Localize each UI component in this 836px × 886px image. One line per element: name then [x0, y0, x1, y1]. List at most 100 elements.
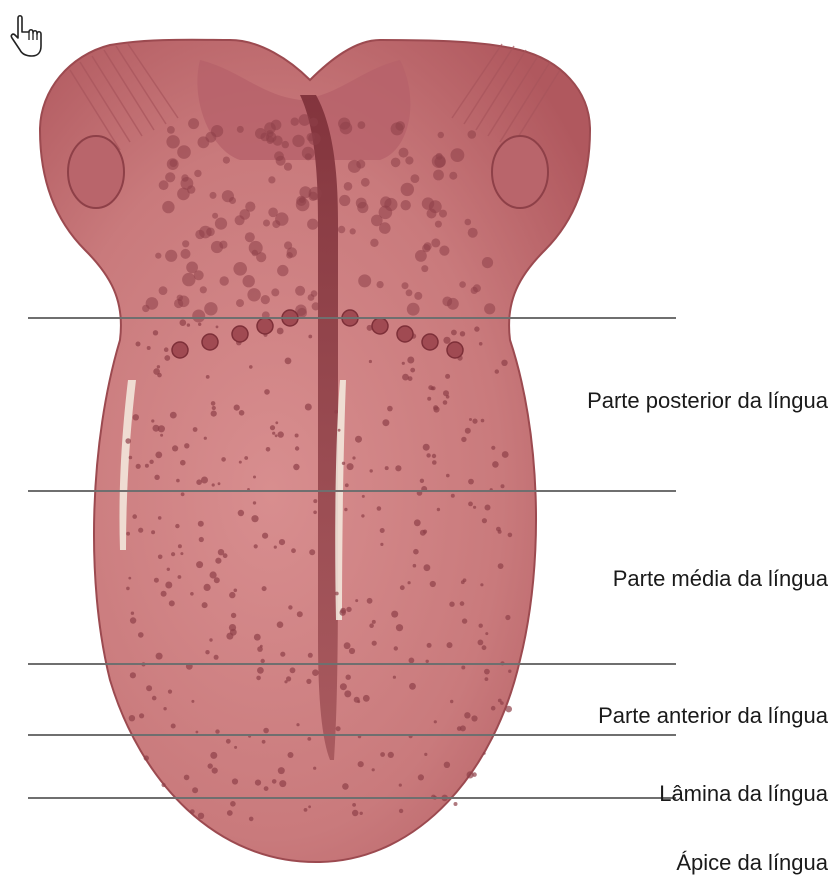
papilla-dot: [145, 464, 149, 468]
papilla-dot: [212, 213, 218, 219]
papilla-dot: [198, 813, 204, 819]
papilla-dot: [308, 335, 312, 339]
label-blade: Lâmina da língua: [659, 783, 828, 805]
papilla-dot: [212, 483, 215, 486]
papilla-dot: [243, 275, 255, 287]
papilla-dot: [274, 546, 277, 549]
papilla-dot: [312, 302, 320, 310]
papilla-dot: [239, 461, 242, 464]
papilla-dot: [201, 477, 208, 484]
papilla-dot: [218, 482, 221, 485]
papilla-dot: [278, 767, 285, 774]
papilla-dot: [296, 723, 299, 726]
papilla-dot: [279, 539, 285, 545]
papilla-dot: [482, 645, 487, 650]
papilla-dot: [465, 428, 471, 434]
papilla-dot: [388, 752, 394, 758]
papilla-dot: [214, 655, 219, 660]
papilla-dot: [125, 438, 131, 444]
papilla-dot: [481, 419, 485, 423]
papilla-dot: [167, 126, 175, 134]
papilla-dot: [155, 253, 161, 259]
papilla-dot: [237, 126, 244, 133]
papilla-dot: [413, 549, 419, 555]
papilla-dot: [468, 502, 473, 507]
papilla-dot: [491, 706, 496, 711]
papilla-dot: [234, 589, 238, 593]
papilla-dot: [496, 527, 501, 532]
papilla-dot: [307, 219, 318, 230]
papilla-dot: [230, 801, 236, 807]
papilla-dot: [193, 427, 198, 432]
papilla-dot: [485, 632, 488, 635]
papilla-dot: [407, 357, 414, 364]
papilla-dot: [211, 241, 223, 253]
papilla-dot: [273, 136, 283, 146]
papilla-dot: [306, 679, 311, 684]
papilla-dot: [212, 406, 216, 410]
papilla-dot: [465, 219, 472, 226]
papilla-dot: [153, 425, 160, 432]
papilla-dot: [216, 326, 219, 329]
papilla-dot: [169, 600, 175, 606]
papilla-dot: [402, 362, 405, 365]
papilla-dot: [502, 451, 509, 458]
papilla-dot: [286, 676, 291, 681]
papilla-dot: [463, 578, 467, 582]
papilla-dot: [295, 446, 299, 450]
papilla-dot: [165, 172, 175, 182]
papilla-dot: [492, 461, 499, 468]
papilla-dot: [346, 675, 351, 680]
papilla-dot: [236, 299, 244, 307]
papilla-dot: [251, 515, 258, 522]
papilla-dot: [369, 623, 374, 628]
papilla-dot: [229, 592, 235, 598]
papilla-dot: [399, 809, 403, 813]
papilla-dot: [409, 658, 415, 664]
papilla-dot: [263, 220, 270, 227]
papilla-dot: [464, 712, 470, 718]
papilla-dot: [262, 740, 266, 744]
papilla-dot: [408, 581, 411, 584]
papilla-dot: [279, 780, 286, 787]
papilla-dot: [128, 577, 131, 580]
label-posterior: Parte posterior da língua: [587, 390, 828, 412]
papilla-dot: [229, 624, 236, 631]
papilla-dot: [187, 323, 190, 326]
papilla-dot: [454, 802, 458, 806]
papilla-dot: [426, 453, 430, 457]
papilla-dot: [272, 779, 277, 784]
papilla-dot: [295, 286, 305, 296]
papilla-dot: [483, 752, 486, 755]
papilla-dot: [162, 201, 174, 213]
papilla-dot: [352, 456, 355, 459]
papilla-dot: [460, 331, 465, 336]
papilla-dot: [478, 640, 484, 646]
papilla-dot: [352, 803, 356, 807]
papilla-dot: [157, 373, 162, 378]
papilla-dot: [146, 685, 152, 691]
papilla-dot: [474, 326, 479, 331]
papilla-dot: [165, 250, 177, 262]
papilla-dot: [277, 621, 284, 628]
circumvallate-papilla: [447, 342, 463, 358]
papilla-dot: [198, 323, 201, 326]
papilla-dot: [239, 410, 245, 416]
papilla-dot: [432, 386, 436, 390]
papilla-dot: [164, 355, 170, 361]
papilla-dot: [394, 646, 398, 650]
papilla-dot: [180, 319, 187, 326]
papilla-dot: [424, 564, 431, 571]
papilla-dot: [430, 581, 436, 587]
papilla-dot: [313, 499, 317, 503]
papilla-dot: [268, 208, 278, 218]
papilla-dot: [139, 713, 144, 718]
papilla-dot: [266, 447, 271, 452]
papilla-dot: [471, 715, 477, 721]
papilla-dot: [410, 368, 415, 373]
papilla-dot: [218, 549, 224, 555]
papilla-dot: [210, 571, 217, 578]
papilla-dot: [413, 564, 417, 568]
papilla-dot: [312, 669, 319, 676]
